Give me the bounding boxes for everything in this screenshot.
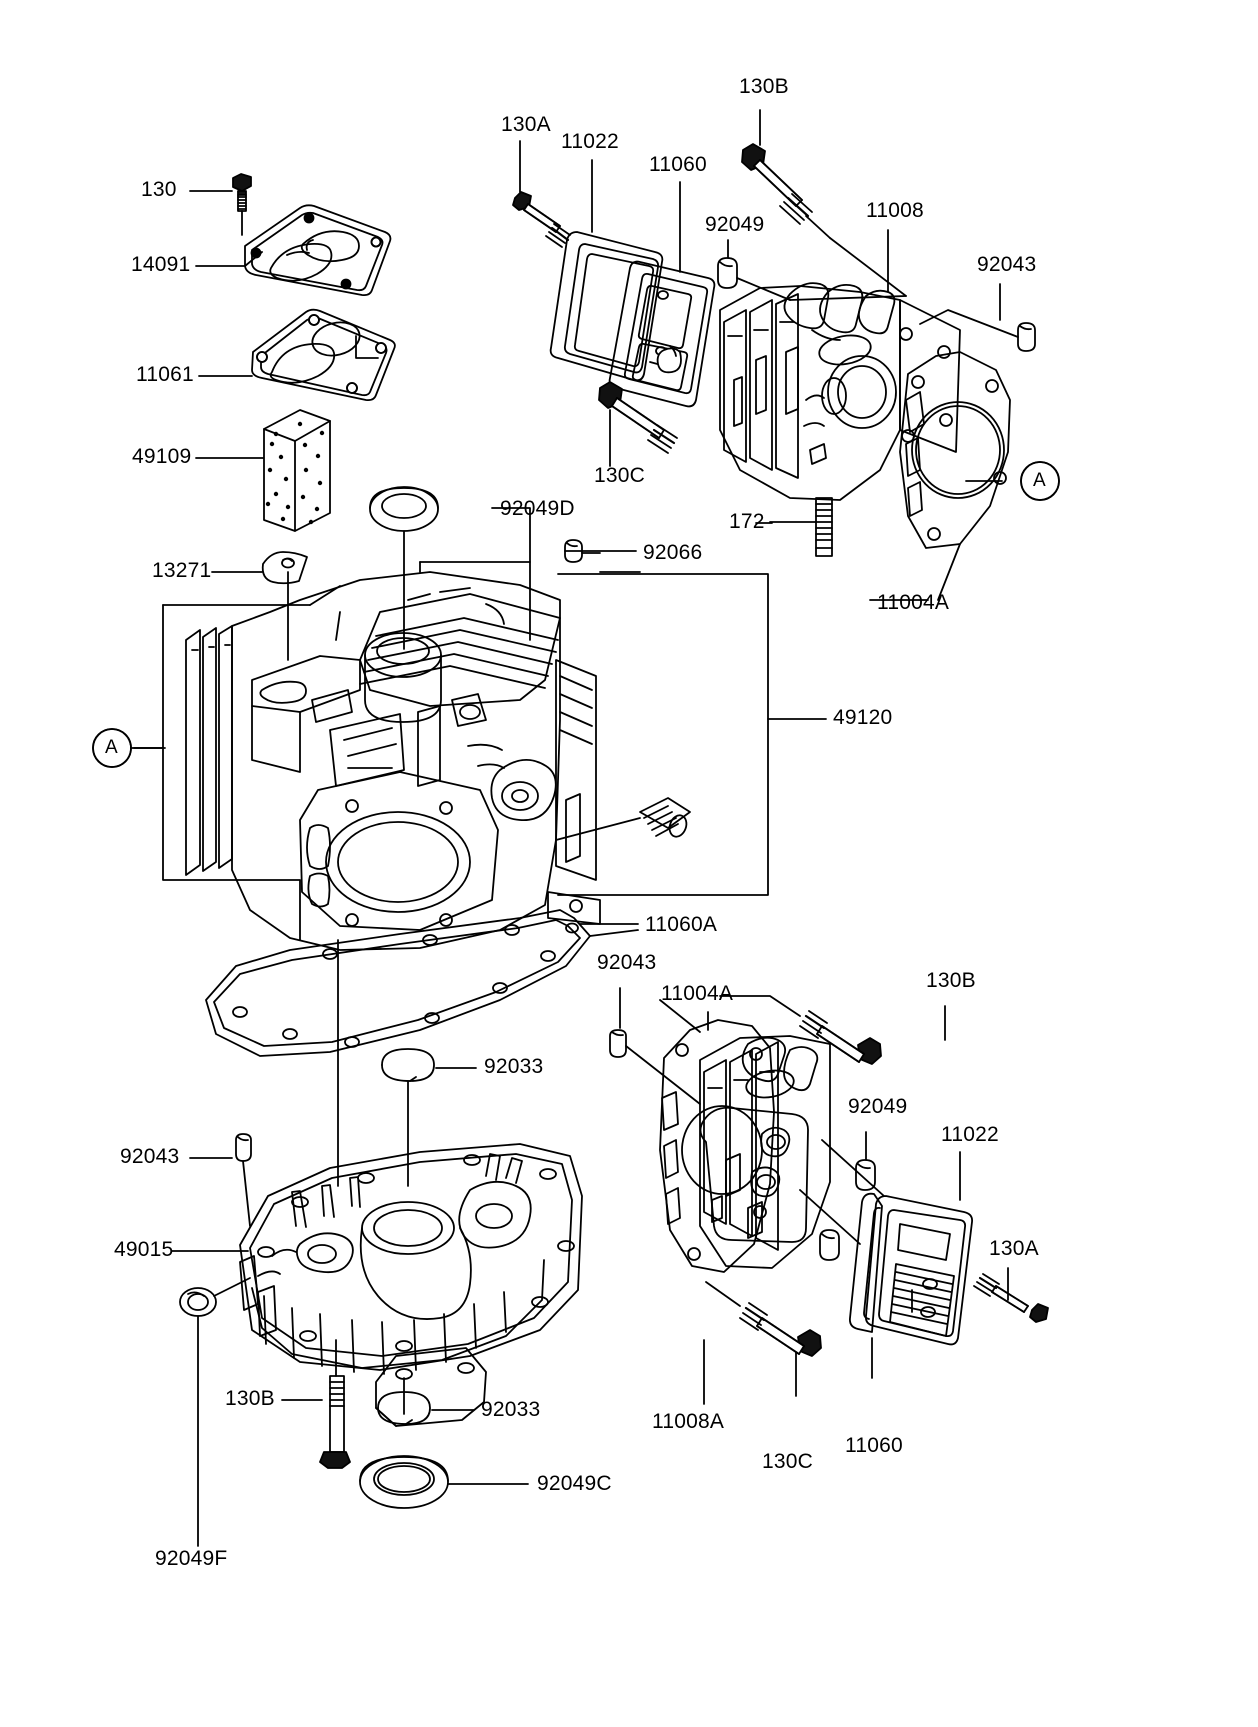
callout-130b-top: 130B <box>739 75 789 98</box>
part-49015-oil-pan <box>239 1143 583 1427</box>
part-92043-knock-pin-top <box>919 309 1036 352</box>
callout-92043-top: 92043 <box>977 253 1037 276</box>
part-49120-crankcase <box>185 571 601 951</box>
part-92049f-seal <box>179 1277 251 1547</box>
part-11060a-gasket <box>205 909 639 1057</box>
ref-a-circles <box>92 461 1060 768</box>
callout-92049f: 92049F <box>155 1547 228 1570</box>
callout-11004a-bottom: 11004A <box>661 982 734 1005</box>
callout-92033-bottom: 92033 <box>481 1398 541 1421</box>
leader-92049d <box>491 507 531 563</box>
callout-11004a-top: 11004A <box>877 591 950 614</box>
callout-130a-bottom: 130A <box>989 1237 1039 1260</box>
callout-92066: 92066 <box>643 541 703 564</box>
part-13271-plate <box>261 551 308 585</box>
callout-92049c: 92049C <box>537 1472 612 1495</box>
part-130b-bolt-top <box>741 143 831 239</box>
part-92033-snapring-upper <box>381 1048 435 1187</box>
part-49109-filter-element <box>263 409 331 532</box>
callout-92049-top: 92049 <box>705 213 765 236</box>
part-11061-gasket <box>251 308 396 402</box>
part-11060-gasket-bottom <box>849 1192 883 1333</box>
reference-mark-a-left: A <box>105 737 118 758</box>
callout-49120: 49120 <box>833 706 893 729</box>
part-92033-snapring-bottom <box>377 1377 475 1425</box>
callout-92043-lower: 92043 <box>120 1145 180 1168</box>
part-11004a-gasket-top <box>899 351 1011 601</box>
part-92043-knock-pin-mid <box>609 1029 701 1105</box>
callout-49015: 49015 <box>114 1238 174 1261</box>
callout-49109: 49109 <box>132 445 192 468</box>
part-92049-seals-bottomright <box>819 1159 876 1261</box>
callout-130c-top: 130C <box>594 464 646 487</box>
part-130-bolt <box>232 173 252 236</box>
callout-11022-bottom: 11022 <box>941 1123 999 1146</box>
part-11022-rocker-cover-bottom <box>865 1195 973 1346</box>
part-92066-plug <box>564 539 601 563</box>
part-92049c-seal <box>359 1455 529 1509</box>
callout-11008a: 11008A <box>652 1410 725 1433</box>
callout-11060a: 11060A <box>645 913 718 936</box>
part-11060-gasket-top <box>608 260 716 408</box>
part-92049d-oil-seal <box>369 486 439 650</box>
callout-172: 172 <box>729 510 765 533</box>
callout-11022-top: 11022 <box>561 130 619 153</box>
callout-130b-bottom: 130B <box>926 969 976 992</box>
callout-130a-top: 130A <box>501 113 551 136</box>
callout-130b-lower: 130B <box>225 1387 275 1410</box>
callout-92049d: 92049D <box>500 497 575 520</box>
leader-49120-bracket <box>557 571 827 896</box>
callout-92049-bottom: 92049 <box>848 1095 908 1118</box>
part-130b-bolt-bottomright <box>719 995 882 1065</box>
part-11008-cylinder-head <box>719 282 961 501</box>
callout-11060-top: 11060 <box>649 153 707 176</box>
part-172-stud-bolt <box>769 497 833 557</box>
callout-92033-upper: 92033 <box>484 1055 544 1078</box>
callout-14091: 14091 <box>131 253 191 276</box>
part-92049-seal-top <box>717 257 791 301</box>
part-14091-cover-plate <box>244 204 392 297</box>
part-small-plug <box>656 347 682 374</box>
part-11022-rocker-cover-top <box>549 231 664 382</box>
part-setscrew-crankcase <box>555 797 691 841</box>
part-92043-knock-pin-lower <box>189 1133 252 1227</box>
callout-13271: 13271 <box>152 559 212 582</box>
part-130a-bolt-bottomright <box>973 1273 1049 1323</box>
callout-92043-mid: 92043 <box>597 951 657 974</box>
part-130a-bolt-top <box>512 191 571 248</box>
callout-130: 130 <box>141 178 177 201</box>
callout-11060-bottom: 11060 <box>845 1434 903 1457</box>
callout-130c-bottom: 130C <box>762 1450 814 1473</box>
reference-mark-a-right: A <box>1033 470 1046 491</box>
leader-lines-top-left <box>189 190 264 573</box>
leader-11060a <box>589 929 639 937</box>
callout-11061: 11061 <box>136 363 194 386</box>
part-11008a-cylinder-head <box>699 1035 885 1269</box>
part-130b-bolt-bottom <box>281 1339 351 1469</box>
part-130c-bolt-bottomright <box>705 1281 822 1397</box>
part-130c-bolt-top <box>598 381 678 467</box>
callout-11008: 11008 <box>866 199 924 222</box>
